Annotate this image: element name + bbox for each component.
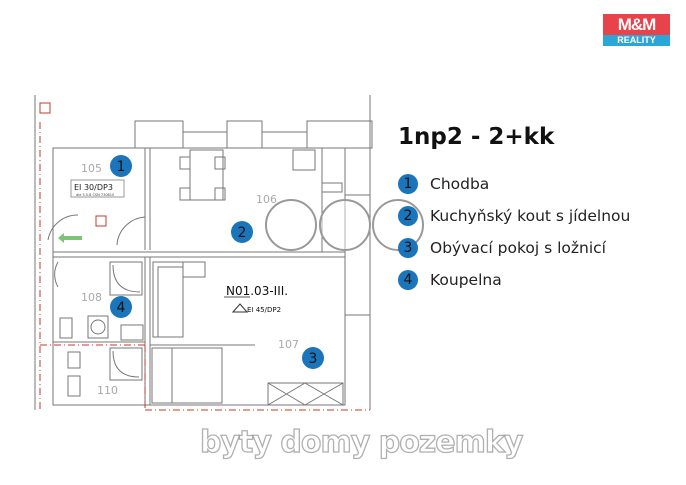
fire-boundary	[39, 122, 370, 411]
room-number: 110	[97, 384, 118, 397]
room-marker: 3	[309, 351, 318, 367]
room-number: 108	[81, 291, 102, 304]
brand-logo: M&M REALITY	[603, 14, 670, 46]
plan-title: 1np2 - 2+kk	[398, 124, 555, 150]
legend-item: 2 Kuchyňský kout s jídelnou	[398, 200, 630, 232]
exit-arrow-icon	[58, 233, 82, 243]
fire-symbol-icon	[39, 102, 51, 114]
watermark: byty domy pozemky	[199, 424, 524, 460]
room-number: 105	[81, 162, 102, 175]
legend-label: Obývací pokoj s ložnicí	[430, 239, 606, 257]
legend-marker: 4	[398, 270, 418, 290]
legend-marker: 3	[398, 238, 418, 258]
room-markers: 1 2 3 4	[110, 155, 324, 369]
fire-extinguisher-icon	[95, 215, 107, 227]
legend-label: Kuchyňský kout s jídelnou	[430, 207, 631, 225]
unit-label: N01.03-III.	[226, 284, 288, 298]
room-number: 107	[278, 338, 299, 351]
legend-label: Chodba	[430, 175, 490, 193]
unit-sub: EI 45/DP2	[247, 306, 281, 314]
legend-item: 4 Koupelna	[398, 264, 630, 296]
outer-wall	[52, 147, 346, 406]
fire-sub: dle 5.5.8 ČSN 730810	[76, 192, 114, 197]
room-number: 106	[256, 193, 277, 206]
fire-label: EI 30/DP3	[74, 183, 113, 192]
legend-label: Koupelna	[430, 271, 502, 289]
legend-item: 1 Chodba	[398, 168, 630, 200]
logo-bottom: REALITY	[603, 35, 670, 46]
legend-marker: 2	[398, 206, 418, 226]
logo-top: M&M	[603, 14, 670, 35]
room-marker: 1	[117, 159, 126, 175]
legend-marker: 1	[398, 174, 418, 194]
room-marker: 4	[117, 300, 126, 316]
legend-item: 3 Obývací pokoj s ložnicí	[398, 232, 630, 264]
room-marker: 2	[238, 225, 247, 241]
room-legend: 1 Chodba 2 Kuchyňský kout s jídelnou 3 Obýv…	[398, 168, 630, 296]
